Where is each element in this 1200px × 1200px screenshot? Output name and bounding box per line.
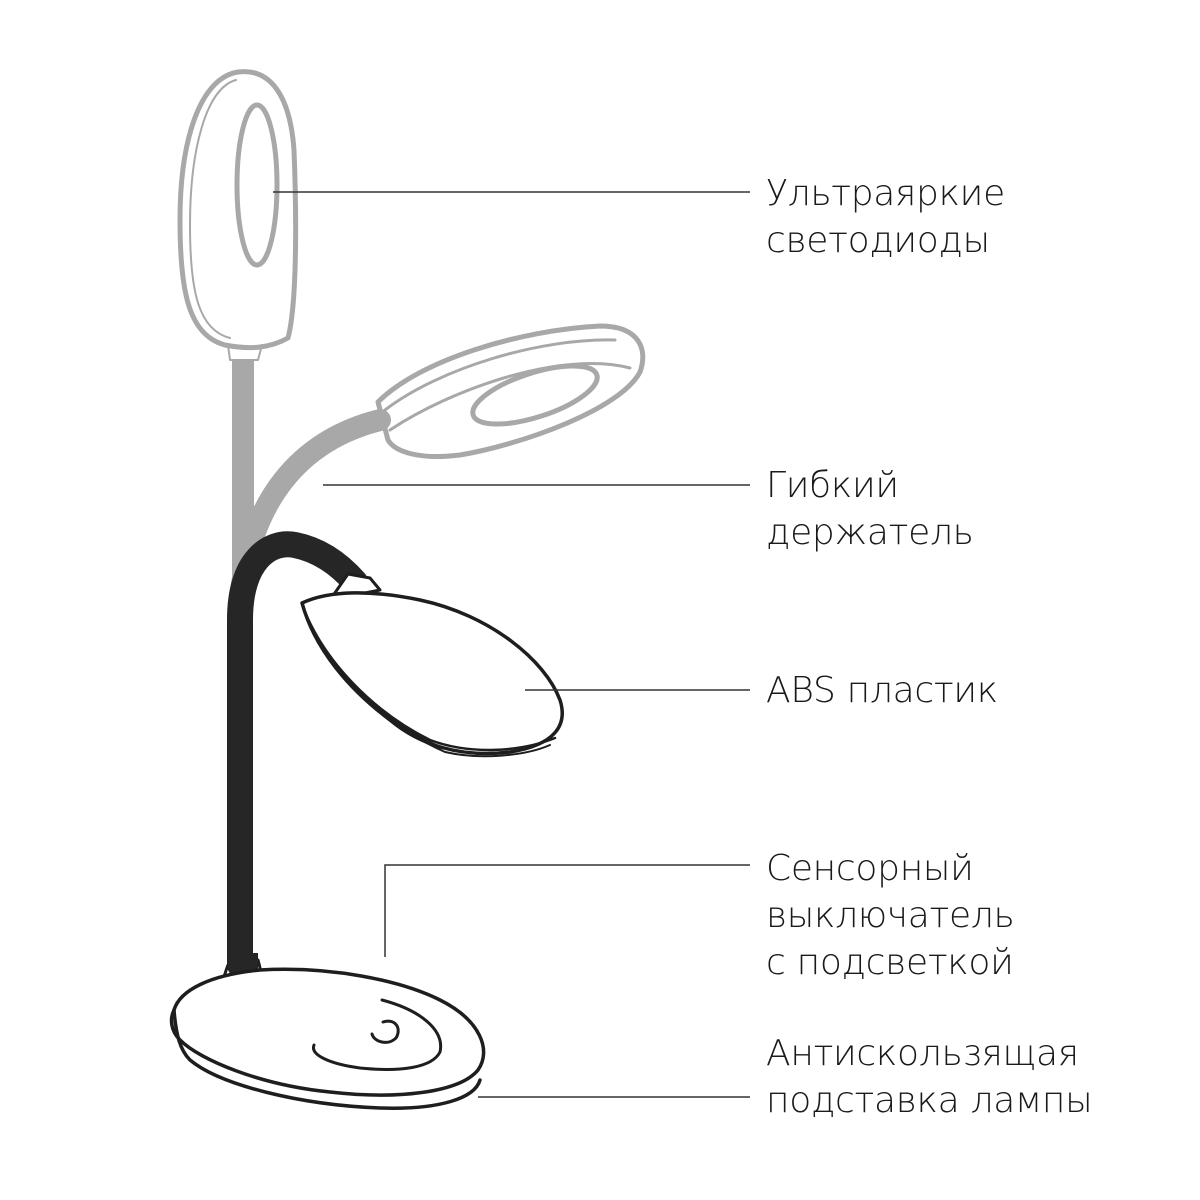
leader-touch-switch	[384, 864, 750, 957]
callout-flex-holder-line-2: держатель	[766, 512, 974, 553]
callout-anti-slip-base: Антискользящая подставка лампы	[766, 1030, 1093, 1124]
callout-anti-slip-base-line-2: подставка лампы	[766, 1080, 1093, 1121]
callout-leds-line-1: Ультраяркие	[766, 173, 1005, 214]
callout-touch-switch-line-1: Сенсорный	[766, 848, 974, 889]
callout-flex-holder: Гибкий держатель	[766, 462, 974, 556]
callout-anti-slip-base-line-1: Антискользящая	[766, 1033, 1079, 1074]
callout-touch-switch-line-2: выключатель	[766, 895, 1015, 936]
leader-lines	[273, 191, 750, 1098]
ghost-lamp-upright	[177, 69, 299, 600]
callout-leds: Ультраяркие светодиоды	[766, 170, 1005, 264]
main-lamp	[169, 531, 564, 1110]
callout-abs-plastic-line-1: ABS пластик	[766, 670, 998, 711]
callout-flex-holder-line-1: Гибкий	[766, 465, 899, 506]
callout-abs-plastic: ABS пластик	[766, 667, 998, 714]
callout-touch-switch-line-3: с подсветкой	[766, 942, 1014, 983]
callout-touch-switch: Сенсорный выключатель с подсветкой	[766, 845, 1015, 986]
callout-leds-line-2: светодиоды	[766, 220, 990, 261]
